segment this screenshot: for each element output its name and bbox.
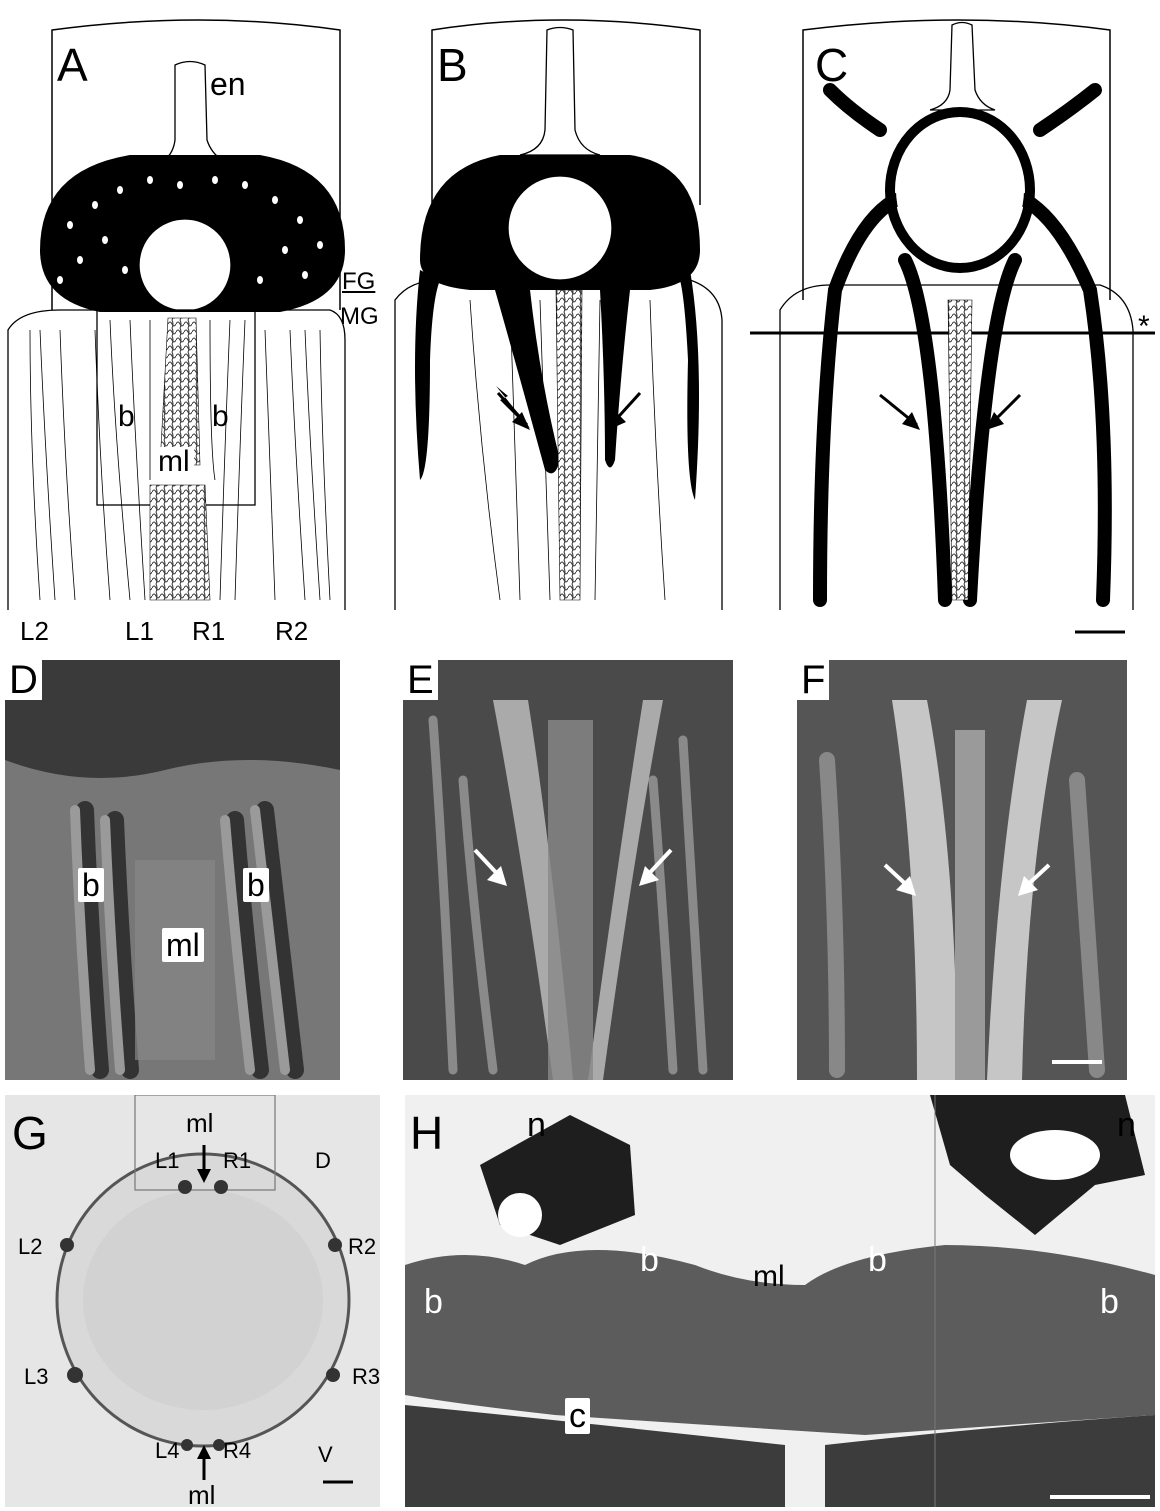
panel-h-photo <box>405 1095 1155 1507</box>
label-g-d: D <box>315 1150 331 1172</box>
label-h-b3: b <box>868 1243 887 1277</box>
panel-b-drawing <box>395 20 722 610</box>
label-d-b-right: b <box>243 868 269 902</box>
label-g-l3: L3 <box>24 1366 48 1388</box>
label-h-n-right: n <box>1117 1108 1136 1142</box>
panel-c-drawing <box>750 20 1155 632</box>
panel-f-photo <box>797 660 1127 1080</box>
label-d-b-left: b <box>78 868 104 902</box>
label-b-left: b <box>118 402 135 432</box>
label-r1: R1 <box>192 618 225 644</box>
label-g-l4: L4 <box>155 1440 179 1462</box>
panel-d-letter: D <box>5 660 42 700</box>
label-g-l1: L1 <box>155 1150 179 1172</box>
label-l1: L1 <box>125 618 154 644</box>
panel-g-letter: G <box>12 1110 48 1156</box>
label-g-ml-top: ml <box>186 1110 213 1136</box>
label-g-r4: R4 <box>223 1440 251 1462</box>
label-g-r1: R1 <box>223 1150 251 1172</box>
label-h-c: c <box>565 1398 590 1434</box>
panel-d-photo <box>5 660 340 1080</box>
label-asterisk: * <box>1138 312 1150 342</box>
panel-e-photo <box>403 660 733 1080</box>
label-h-b1: b <box>424 1285 443 1319</box>
label-b-right: b <box>212 402 229 432</box>
label-h-ml: ml <box>753 1262 785 1292</box>
label-g-r3: R3 <box>352 1366 380 1388</box>
panel-a-drawing <box>8 20 345 610</box>
label-h-b2: b <box>640 1243 659 1277</box>
label-g-r2: R2 <box>348 1236 376 1258</box>
label-mg: MG <box>340 305 379 329</box>
panel-c-letter: C <box>815 42 848 88</box>
label-g-ml-bottom: ml <box>188 1482 215 1508</box>
panel-a-letter: A <box>57 42 88 88</box>
panel-f-letter: F <box>797 660 829 700</box>
label-l2: L2 <box>20 618 49 644</box>
panel-b-letter: B <box>437 42 468 88</box>
panel-e-letter: E <box>403 660 438 700</box>
label-fg: FG <box>342 270 375 294</box>
schematic-drawings <box>0 0 1160 650</box>
panel-h-letter: H <box>410 1110 443 1156</box>
label-h-n-left: n <box>527 1108 546 1142</box>
label-en: en <box>210 68 246 100</box>
label-g-l2: L2 <box>18 1236 42 1258</box>
label-d-ml: ml <box>162 928 204 962</box>
label-ml: ml <box>154 447 194 477</box>
label-r2: R2 <box>275 618 308 644</box>
label-h-b4: b <box>1100 1285 1119 1319</box>
label-g-v: V <box>318 1444 333 1466</box>
